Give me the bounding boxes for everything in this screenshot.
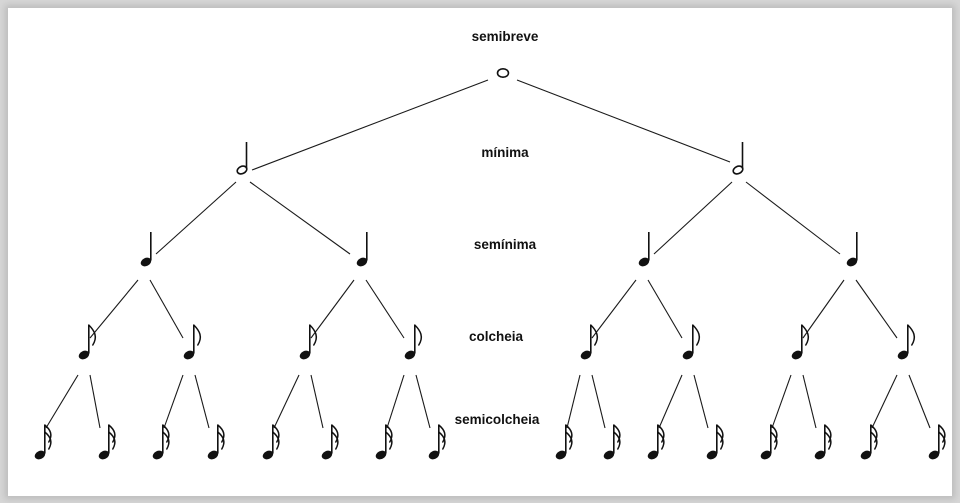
edge-line — [871, 374, 898, 429]
edge-line — [45, 374, 79, 429]
tree-edges — [45, 79, 931, 429]
edge-line — [365, 279, 405, 339]
edge-line — [745, 181, 841, 255]
edge-line — [908, 374, 931, 429]
semicolcheia-note-icon — [814, 424, 832, 460]
semicolcheia-note-icon — [207, 424, 225, 460]
edge-line — [89, 279, 139, 339]
colcheia-note-icon — [682, 324, 701, 360]
semicolcheia-note-icon — [152, 424, 170, 460]
tree-notes — [34, 68, 946, 460]
label-semibreve: semibreve — [472, 29, 539, 44]
diagram-card — [8, 8, 952, 496]
edge-line — [647, 279, 683, 339]
edge-line — [310, 279, 355, 339]
semicolcheia-note-icon — [706, 424, 724, 460]
colcheia-note-icon — [580, 324, 599, 360]
colcheia-note-icon — [183, 324, 202, 360]
colcheia-note-icon — [299, 324, 318, 360]
edge-line — [802, 374, 817, 429]
semicolcheia-note-icon — [375, 424, 393, 460]
semicolcheia-note-icon — [928, 424, 946, 460]
semicolcheia-note-icon — [555, 424, 573, 460]
semicolcheia-note-icon — [860, 424, 878, 460]
semicolcheia-note-icon — [98, 424, 116, 460]
semicolcheia-note-icon — [321, 424, 339, 460]
edge-line — [415, 374, 431, 429]
edge-line — [163, 374, 184, 429]
semicolcheia-note-icon — [34, 424, 52, 460]
edge-line — [653, 181, 733, 255]
semicolcheia-note-icon — [428, 424, 446, 460]
colcheia-note-icon — [791, 324, 810, 360]
seminima-note-icon — [356, 232, 368, 267]
edge-line — [386, 374, 405, 429]
edge-line — [591, 279, 637, 339]
edge-line — [658, 374, 683, 429]
minima-note-icon — [732, 142, 744, 175]
edge-line — [693, 374, 709, 429]
colcheia-note-icon — [897, 324, 916, 360]
colcheia-note-icon — [404, 324, 423, 360]
edge-line — [566, 374, 581, 429]
edge-line — [516, 79, 731, 163]
label-semicolcheia: semicolcheia — [455, 412, 540, 427]
label-seminima: semínima — [474, 237, 537, 252]
seminima-note-icon — [638, 232, 650, 267]
edge-line — [591, 374, 606, 429]
seminima-note-icon — [846, 232, 858, 267]
semibreve-note-icon — [496, 68, 510, 79]
edge-line — [251, 79, 489, 171]
edge-line — [310, 374, 324, 429]
minima-note-icon — [236, 142, 248, 175]
edge-line — [149, 279, 184, 339]
colcheia-note-icon — [78, 324, 97, 360]
seminima-note-icon — [140, 232, 152, 267]
edge-line — [273, 374, 300, 429]
semicolcheia-note-icon — [760, 424, 778, 460]
edge-line — [89, 374, 101, 429]
edge-line — [771, 374, 792, 429]
edge-line — [194, 374, 210, 429]
edge-line — [855, 279, 898, 339]
edge-line — [155, 181, 237, 255]
edge-line — [802, 279, 845, 339]
semicolcheia-note-icon — [262, 424, 280, 460]
edge-line — [249, 181, 351, 255]
label-minima: mínima — [481, 145, 529, 160]
semicolcheia-note-icon — [647, 424, 665, 460]
semicolcheia-note-icon — [603, 424, 621, 460]
label-colcheia: colcheia — [469, 329, 524, 344]
